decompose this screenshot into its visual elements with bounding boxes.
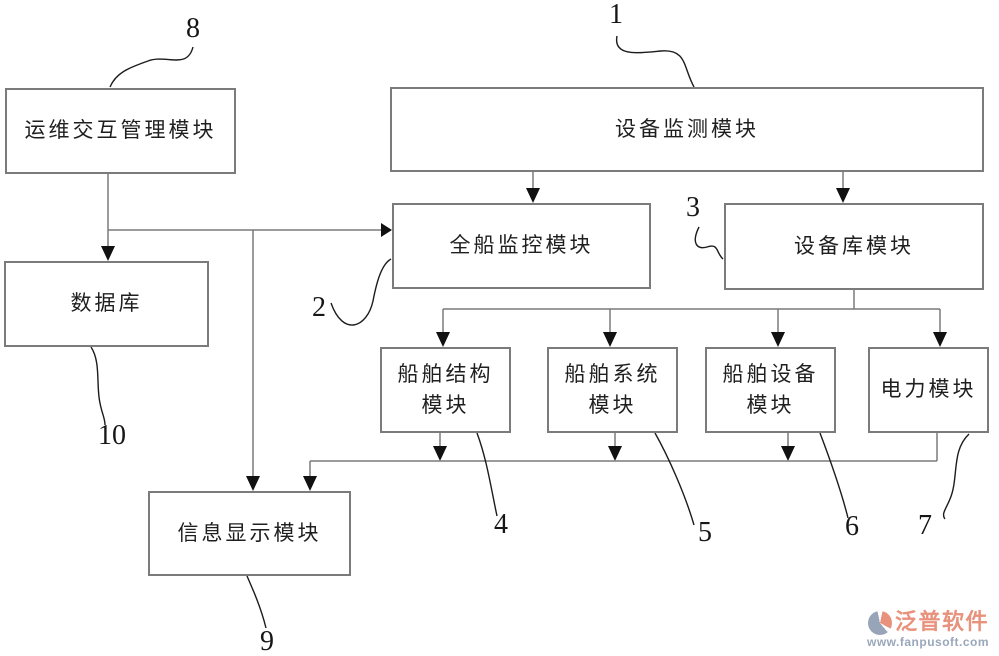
arrowhead bbox=[933, 332, 947, 347]
leader-ref-4 bbox=[476, 432, 498, 517]
arrowhead bbox=[381, 223, 392, 237]
ref-number-5: 5 bbox=[698, 517, 712, 548]
box-label: 运维交互管理模块 bbox=[24, 118, 217, 143]
ref-number-10: 10 bbox=[98, 420, 126, 451]
ref-number-9: 9 bbox=[260, 626, 274, 656]
leader-ref-7 bbox=[942, 433, 970, 520]
box-label: 设备监测模块 bbox=[615, 116, 759, 141]
watermark-url-text: www.fanpusoft.com bbox=[867, 635, 990, 649]
ref-number-1: 1 bbox=[609, 0, 623, 30]
arrowhead bbox=[603, 332, 617, 347]
box-label: 船舶设备 bbox=[722, 361, 819, 386]
arrowhead bbox=[436, 332, 450, 347]
box-power-module: 电力模块 bbox=[868, 347, 989, 433]
arrowhead bbox=[526, 188, 540, 203]
arrowhead bbox=[836, 188, 850, 203]
arrowhead bbox=[303, 476, 317, 491]
leader-ref-2 bbox=[330, 258, 392, 326]
box-equipment-monitoring-module: 设备监测模块 bbox=[390, 87, 984, 172]
leader-ref-10 bbox=[90, 346, 106, 426]
box-ship-equipment-module: 船舶设备 模块 bbox=[705, 347, 836, 433]
box-label: 全船监控模块 bbox=[449, 233, 594, 258]
arrowhead bbox=[771, 332, 785, 347]
box-label: 信息显示模块 bbox=[177, 520, 322, 545]
leader-ref-1 bbox=[616, 35, 695, 88]
box-label: 船舶系统 bbox=[564, 361, 661, 386]
arrowhead bbox=[608, 446, 622, 461]
box-label: 设备库模块 bbox=[794, 233, 914, 258]
ref-number-2: 2 bbox=[312, 292, 326, 323]
box-label: 数据库 bbox=[70, 291, 143, 316]
fanpu-logo-icon bbox=[868, 611, 892, 635]
arrowhead bbox=[246, 476, 260, 491]
leader-ref-9 bbox=[246, 575, 267, 629]
ref-number-3: 3 bbox=[686, 192, 700, 223]
box-label: 船舶结构 bbox=[397, 361, 494, 386]
box-ship-structure-module: 船舶结构 模块 bbox=[380, 347, 511, 433]
box-ops-interaction-management-module: 运维交互管理模块 bbox=[5, 88, 236, 174]
watermark: 泛普软件 www.fanpusoft.com bbox=[860, 600, 995, 652]
leader-ref-3 bbox=[694, 226, 724, 260]
arrowhead bbox=[781, 446, 795, 461]
ref-number-7: 7 bbox=[918, 510, 932, 541]
leader-ref-6 bbox=[819, 432, 849, 519]
arrowhead bbox=[101, 246, 115, 261]
box-information-display-module: 信息显示模块 bbox=[148, 491, 351, 576]
leader-ref-8 bbox=[109, 46, 194, 88]
box-whole-ship-monitoring-module: 全船监控模块 bbox=[392, 203, 651, 289]
ref-number-8: 8 bbox=[186, 13, 200, 44]
watermark-brand-text: 泛普软件 bbox=[895, 609, 990, 634]
box-label: 电力模块 bbox=[880, 377, 977, 402]
box-equipment-library-module: 设备库模块 bbox=[724, 203, 984, 290]
box-ship-system-module: 船舶系统 模块 bbox=[547, 347, 678, 433]
ref-number-4: 4 bbox=[494, 509, 508, 540]
arrowhead bbox=[433, 446, 447, 461]
box-database: 数据库 bbox=[4, 261, 209, 347]
leader-ref-5 bbox=[654, 432, 695, 526]
ref-number-6: 6 bbox=[845, 511, 859, 542]
